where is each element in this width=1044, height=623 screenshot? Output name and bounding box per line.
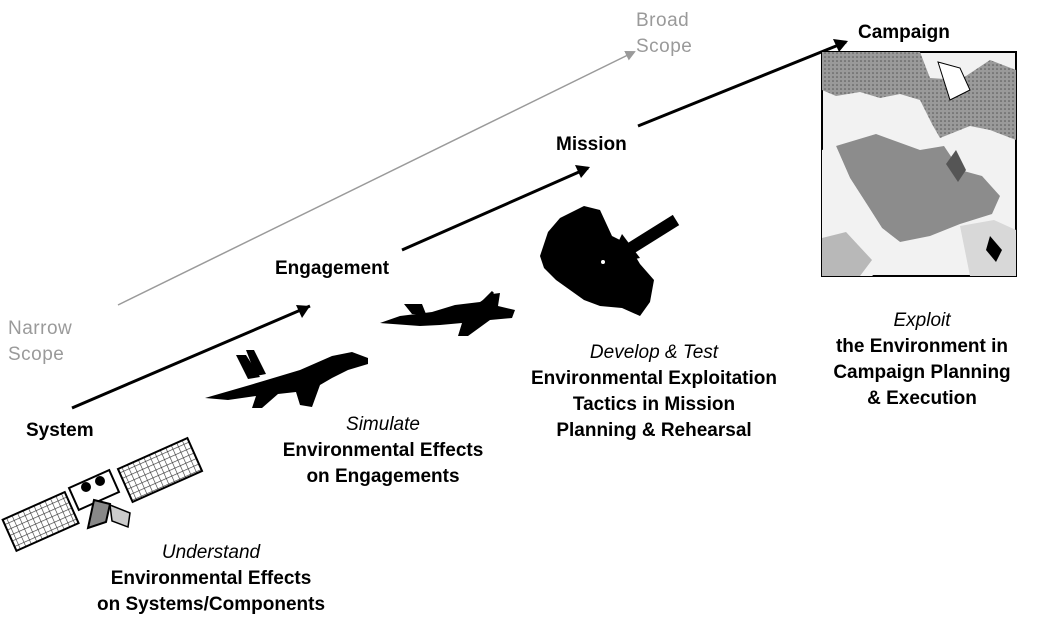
satellite-icon: [1, 436, 204, 553]
caption-understand: Understand Environmental Effects on Syst…: [66, 540, 356, 618]
narrow-scope-line-1: Narrow: [8, 318, 73, 339]
caption-understand-line-2: on Systems/Components: [96, 594, 326, 615]
fighter-jet-icon: [205, 350, 368, 408]
caption-develop: Develop & Test Environmental Exploitatio…: [484, 340, 824, 444]
broad-scope-label: Broad Scope: [636, 8, 692, 60]
caption-simulate-line-2: on Engagements: [306, 466, 460, 487]
caption-understand-verb: Understand: [161, 542, 261, 563]
arrow-system-to-engagement: [71, 304, 311, 410]
level-mission-label: Mission: [556, 134, 627, 155]
target-map-icon: [540, 206, 680, 316]
caption-simulate-verb: Simulate: [346, 414, 420, 435]
caption-simulate: Simulate Environmental Effects on Engage…: [238, 412, 528, 490]
middle-east-map-icon: [821, 51, 1017, 277]
caption-develop-line-2: Tactics in Mission: [572, 394, 736, 415]
caption-develop-line-1: Environmental Exploitation: [531, 368, 777, 389]
level-engagement-label: Engagement: [275, 258, 390, 279]
caption-exploit-line-1: the Environment in: [835, 336, 1009, 357]
caption-exploit: Exploit the Environment in Campaign Plan…: [802, 308, 1042, 412]
arrow-mission-to-campaign: [637, 40, 847, 128]
caption-develop-line-3: Planning & Rehearsal: [556, 420, 752, 441]
caption-understand-line-1: Environmental Effects: [110, 568, 312, 589]
narrow-scope-label: Narrow Scope: [8, 316, 72, 368]
arrow-engagement-to-mission: [401, 166, 589, 252]
level-campaign-label: Campaign: [858, 22, 950, 43]
fighter-jet-icon: [380, 290, 515, 336]
broad-scope-line-1: Broad: [636, 10, 690, 31]
caption-simulate-line-1: Environmental Effects: [282, 440, 484, 461]
narrow-scope-line-2: Scope: [8, 344, 65, 365]
caption-develop-verb: Develop & Test: [589, 342, 719, 363]
scope-line: [117, 50, 636, 306]
caption-exploit-line-3: & Execution: [867, 388, 977, 409]
caption-exploit-line-2: Campaign Planning: [833, 362, 1011, 383]
caption-exploit-verb: Exploit: [893, 310, 951, 331]
broad-scope-line-2: Scope: [636, 36, 693, 57]
level-system-label: System: [26, 420, 94, 441]
